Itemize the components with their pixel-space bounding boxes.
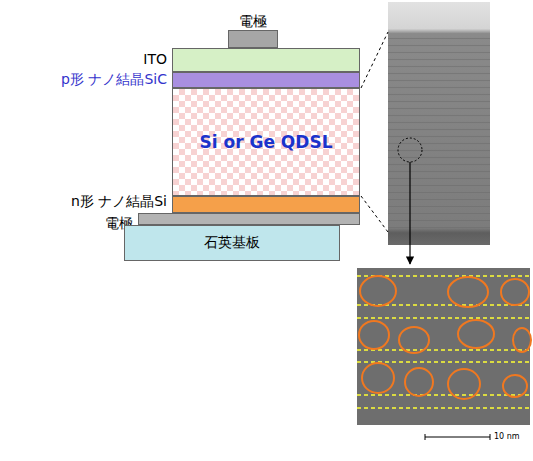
layer-label: n形 ナノ結晶Si xyxy=(71,194,167,209)
ito-layer: ITO xyxy=(172,48,360,72)
quartz-substrate: 石英基板 xyxy=(124,225,340,261)
layer-label: 電極 xyxy=(239,14,267,29)
zoom-arrow xyxy=(409,162,410,264)
top-electrode: 電極 xyxy=(228,30,278,48)
qdsl-layer: Si or Ge QDSL xyxy=(172,88,360,196)
layer-label: Si or Ge QDSL xyxy=(199,133,332,152)
bottom-electrode: 電極 xyxy=(138,213,360,225)
layer-label: p形 ナノ結晶SiC xyxy=(61,72,167,87)
tem-image xyxy=(388,2,490,245)
zoom-circle xyxy=(398,138,422,162)
scale-bar xyxy=(425,434,490,440)
layer-label: ITO xyxy=(143,52,167,67)
layer-label: 石英基板 xyxy=(204,235,260,250)
scale-label: 10 nm xyxy=(494,432,520,441)
n-si-layer: n形 ナノ結晶Si xyxy=(172,196,360,213)
p-sic-layer: p形 ナノ結晶SiC xyxy=(172,72,360,88)
zoom-line xyxy=(361,196,388,232)
zoom-image xyxy=(357,268,531,425)
zoom-line xyxy=(361,32,388,88)
